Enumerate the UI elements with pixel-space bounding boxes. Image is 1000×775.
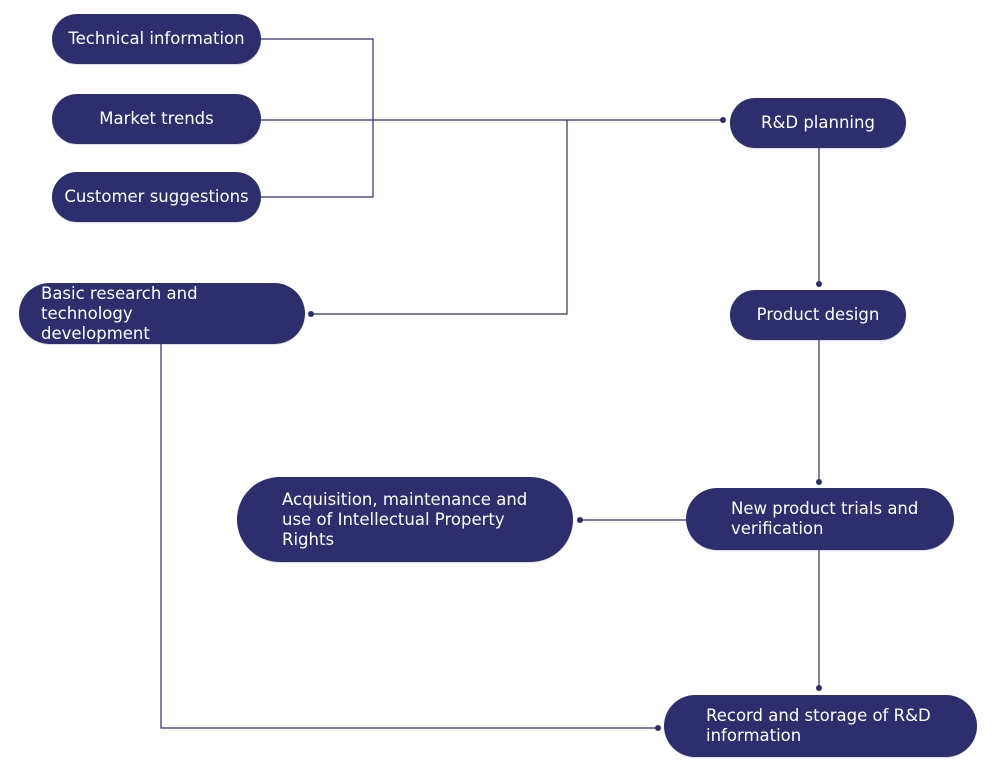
node-product-design: Product design <box>730 290 906 340</box>
node-rd-planning: R&D planning <box>730 98 906 148</box>
node-new-product-trials: New product trials and verification <box>686 488 954 550</box>
node-label: R&D planning <box>761 113 875 132</box>
arrow-dot-record-left <box>655 725 661 731</box>
node-customer-suggestions: Customer suggestions <box>52 172 261 222</box>
node-record-storage: Record and storage of R&D information <box>664 695 977 757</box>
node-ip-rights: Acquisition, maintenance and use of Inte… <box>237 477 573 562</box>
edge-basic-research-to-record <box>160 344 658 729</box>
node-label: Acquisition, maintenance and use of Inte… <box>282 489 528 549</box>
edge-branch-to-basic-research <box>311 120 568 315</box>
arrow-dot-trials <box>816 479 822 485</box>
node-market-trends: Market trends <box>52 94 261 144</box>
arrow-dot-product-design <box>816 281 822 287</box>
node-label: Record and storage of R&D information <box>706 706 931 745</box>
arrow-dot-record-top <box>816 685 822 691</box>
node-label: New product trials and verification <box>731 499 919 538</box>
node-label: Product design <box>756 305 880 324</box>
arrow-dot-ip-rights <box>577 517 583 523</box>
edge-technical-to-collector <box>261 38 374 120</box>
node-basic-research: Basic research and technology developmen… <box>19 283 305 344</box>
node-technical-information: Technical information <box>52 14 261 64</box>
arrow-dot-basic-research <box>308 311 314 317</box>
node-label: Technical information <box>68 29 245 48</box>
edge-customer-to-collector <box>261 120 374 198</box>
node-label: Market trends <box>99 109 214 128</box>
arrow-dot-rd-planning <box>720 117 726 123</box>
node-label: Basic research and technology developmen… <box>41 283 198 343</box>
node-label: Customer suggestions <box>64 187 249 206</box>
